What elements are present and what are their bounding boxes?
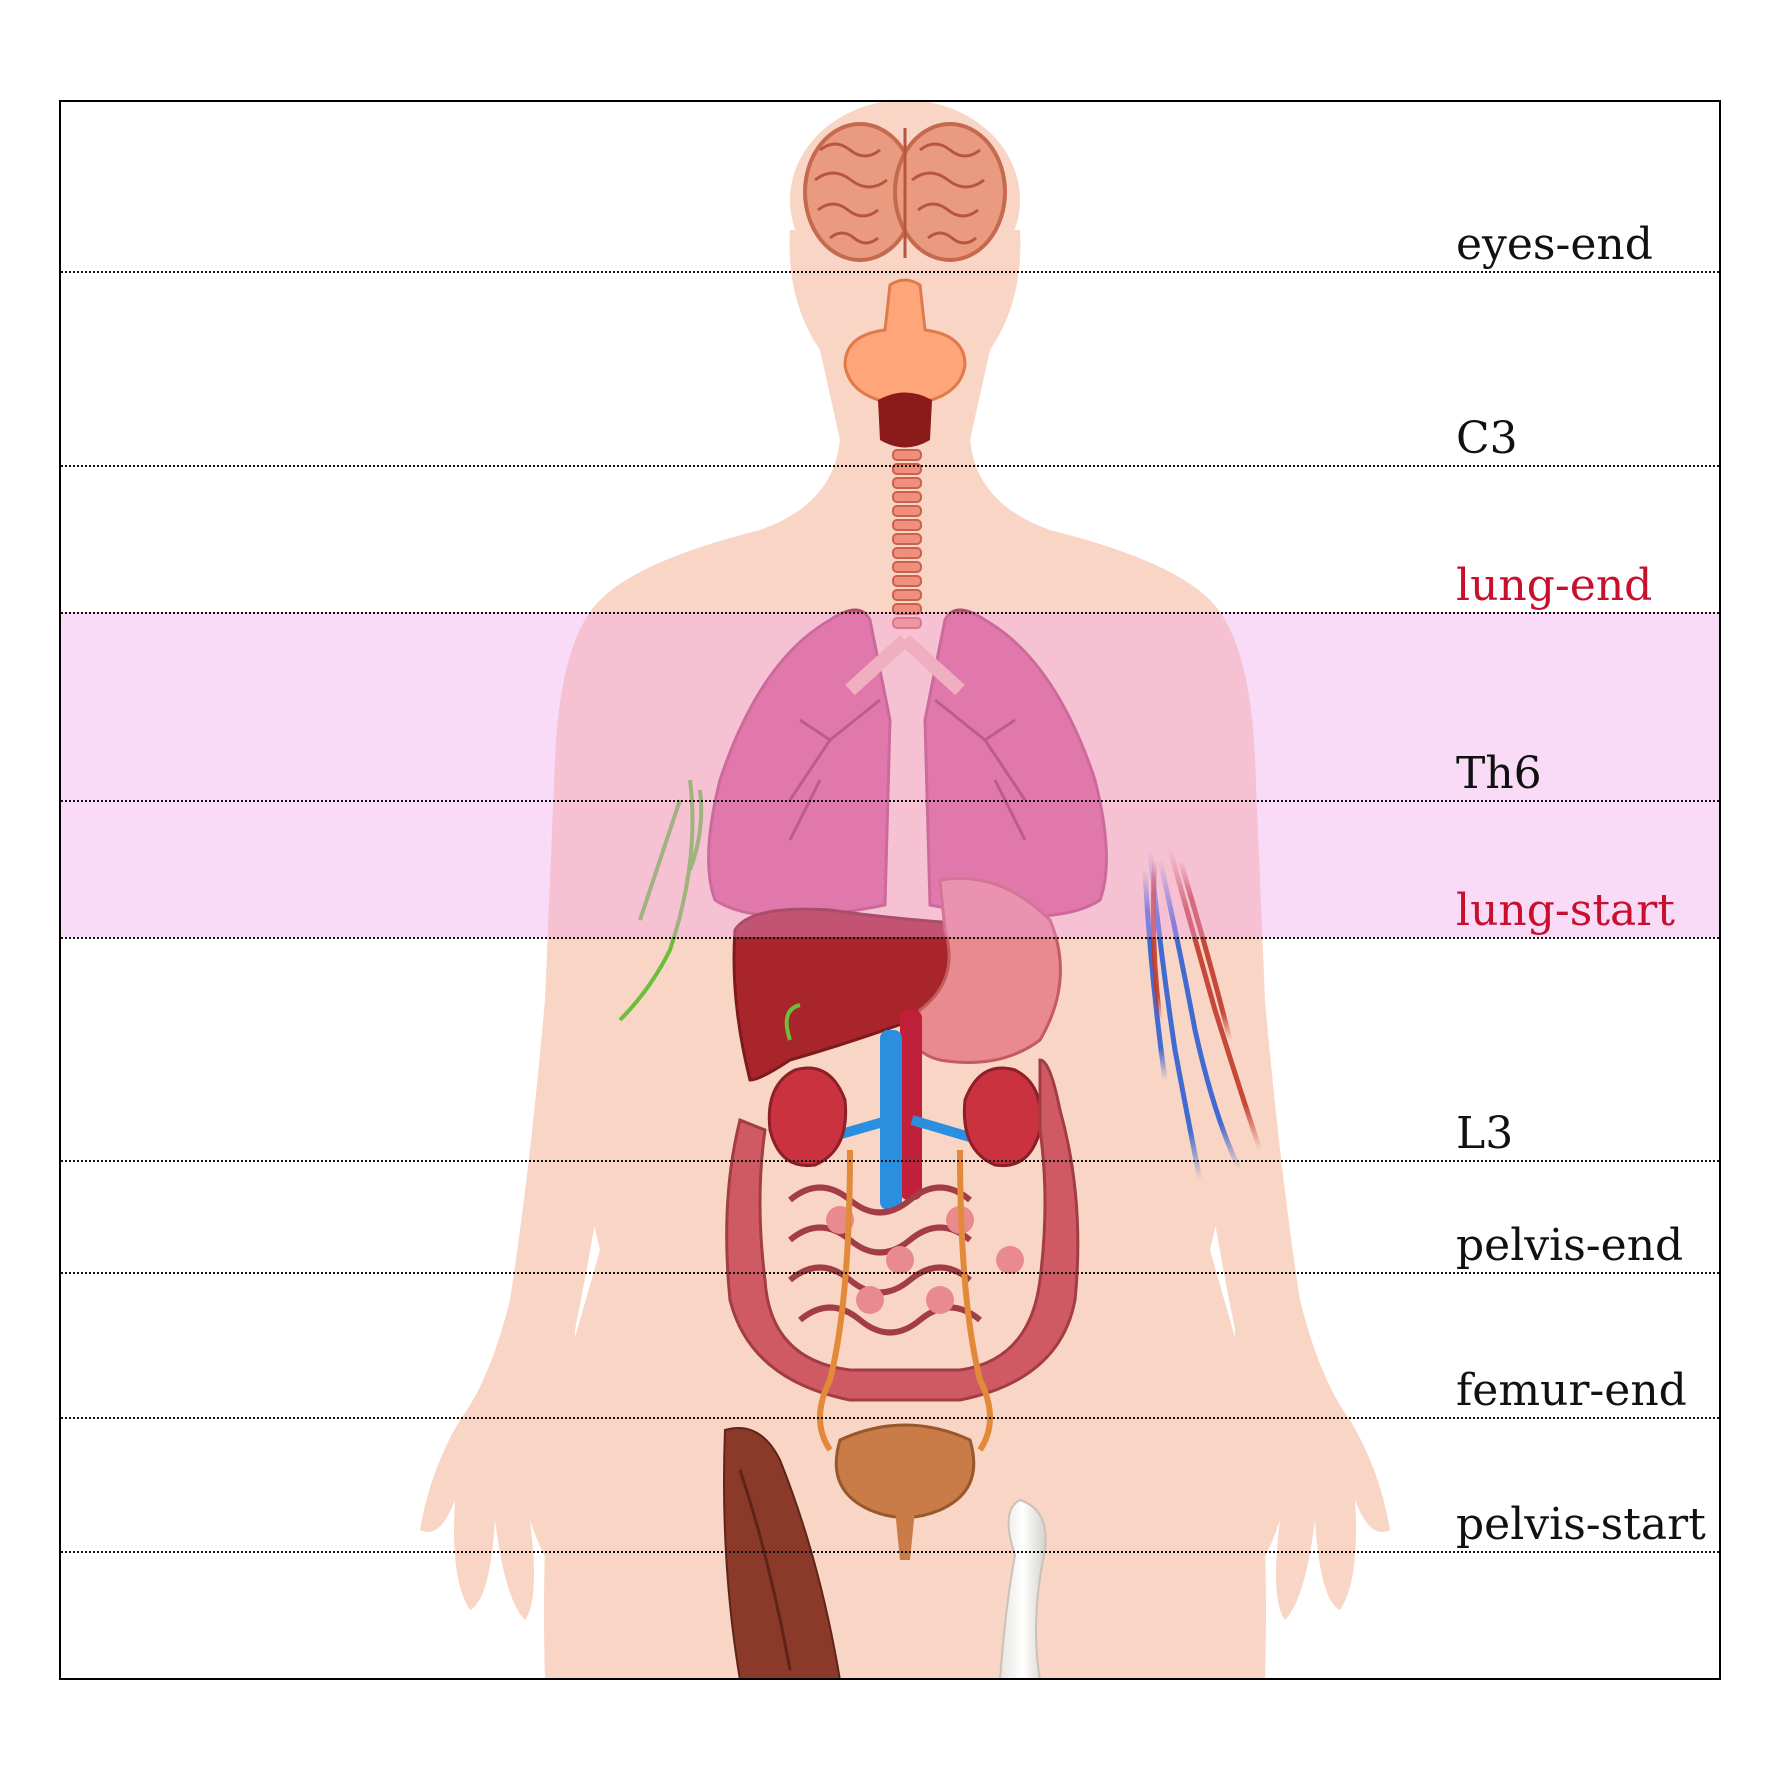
level-label-femur-end: femur-end [1456,1365,1687,1416]
level-label-c3: C3 [1456,413,1518,464]
level-label-th6: Th6 [1456,748,1542,799]
bladder-icon [834,1423,976,1560]
kidneys-icon [767,1066,1043,1168]
level-label-lung-start: lung-start [1456,885,1675,936]
lung-highlight-band [61,612,1719,937]
brainstem-icon [843,278,967,448]
intestines-icon [725,1058,1080,1402]
level-label-lung-end: lung-end [1456,560,1653,611]
stomach-icon [911,876,1062,1064]
brain-icon [803,122,1007,262]
lungs-icon [707,608,1108,918]
level-line-lung-start [61,937,1719,939]
level-line-pelvis-start [61,1551,1719,1553]
level-line-lung-end [61,612,1719,614]
level-line-femur-end [61,1417,1719,1419]
leg-muscle-icon [723,1427,841,1678]
level-line-eyes-end [61,271,1719,273]
level-label-pelvis-start: pelvis-start [1456,1499,1706,1550]
level-line-th6 [61,800,1719,802]
ureters-icon [817,1149,993,1452]
femur-icon [999,1498,1047,1678]
level-line-pelvis-end [61,1272,1719,1274]
level-line-l3 [61,1160,1719,1162]
level-label-pelvis-end: pelvis-end [1456,1220,1684,1271]
level-line-c3 [61,465,1719,467]
trachea-icon [892,449,922,629]
arm-vessels-icon [1142,849,1263,1181]
level-label-l3: L3 [1456,1108,1514,1159]
level-label-eyes-end: eyes-end [1456,219,1653,270]
